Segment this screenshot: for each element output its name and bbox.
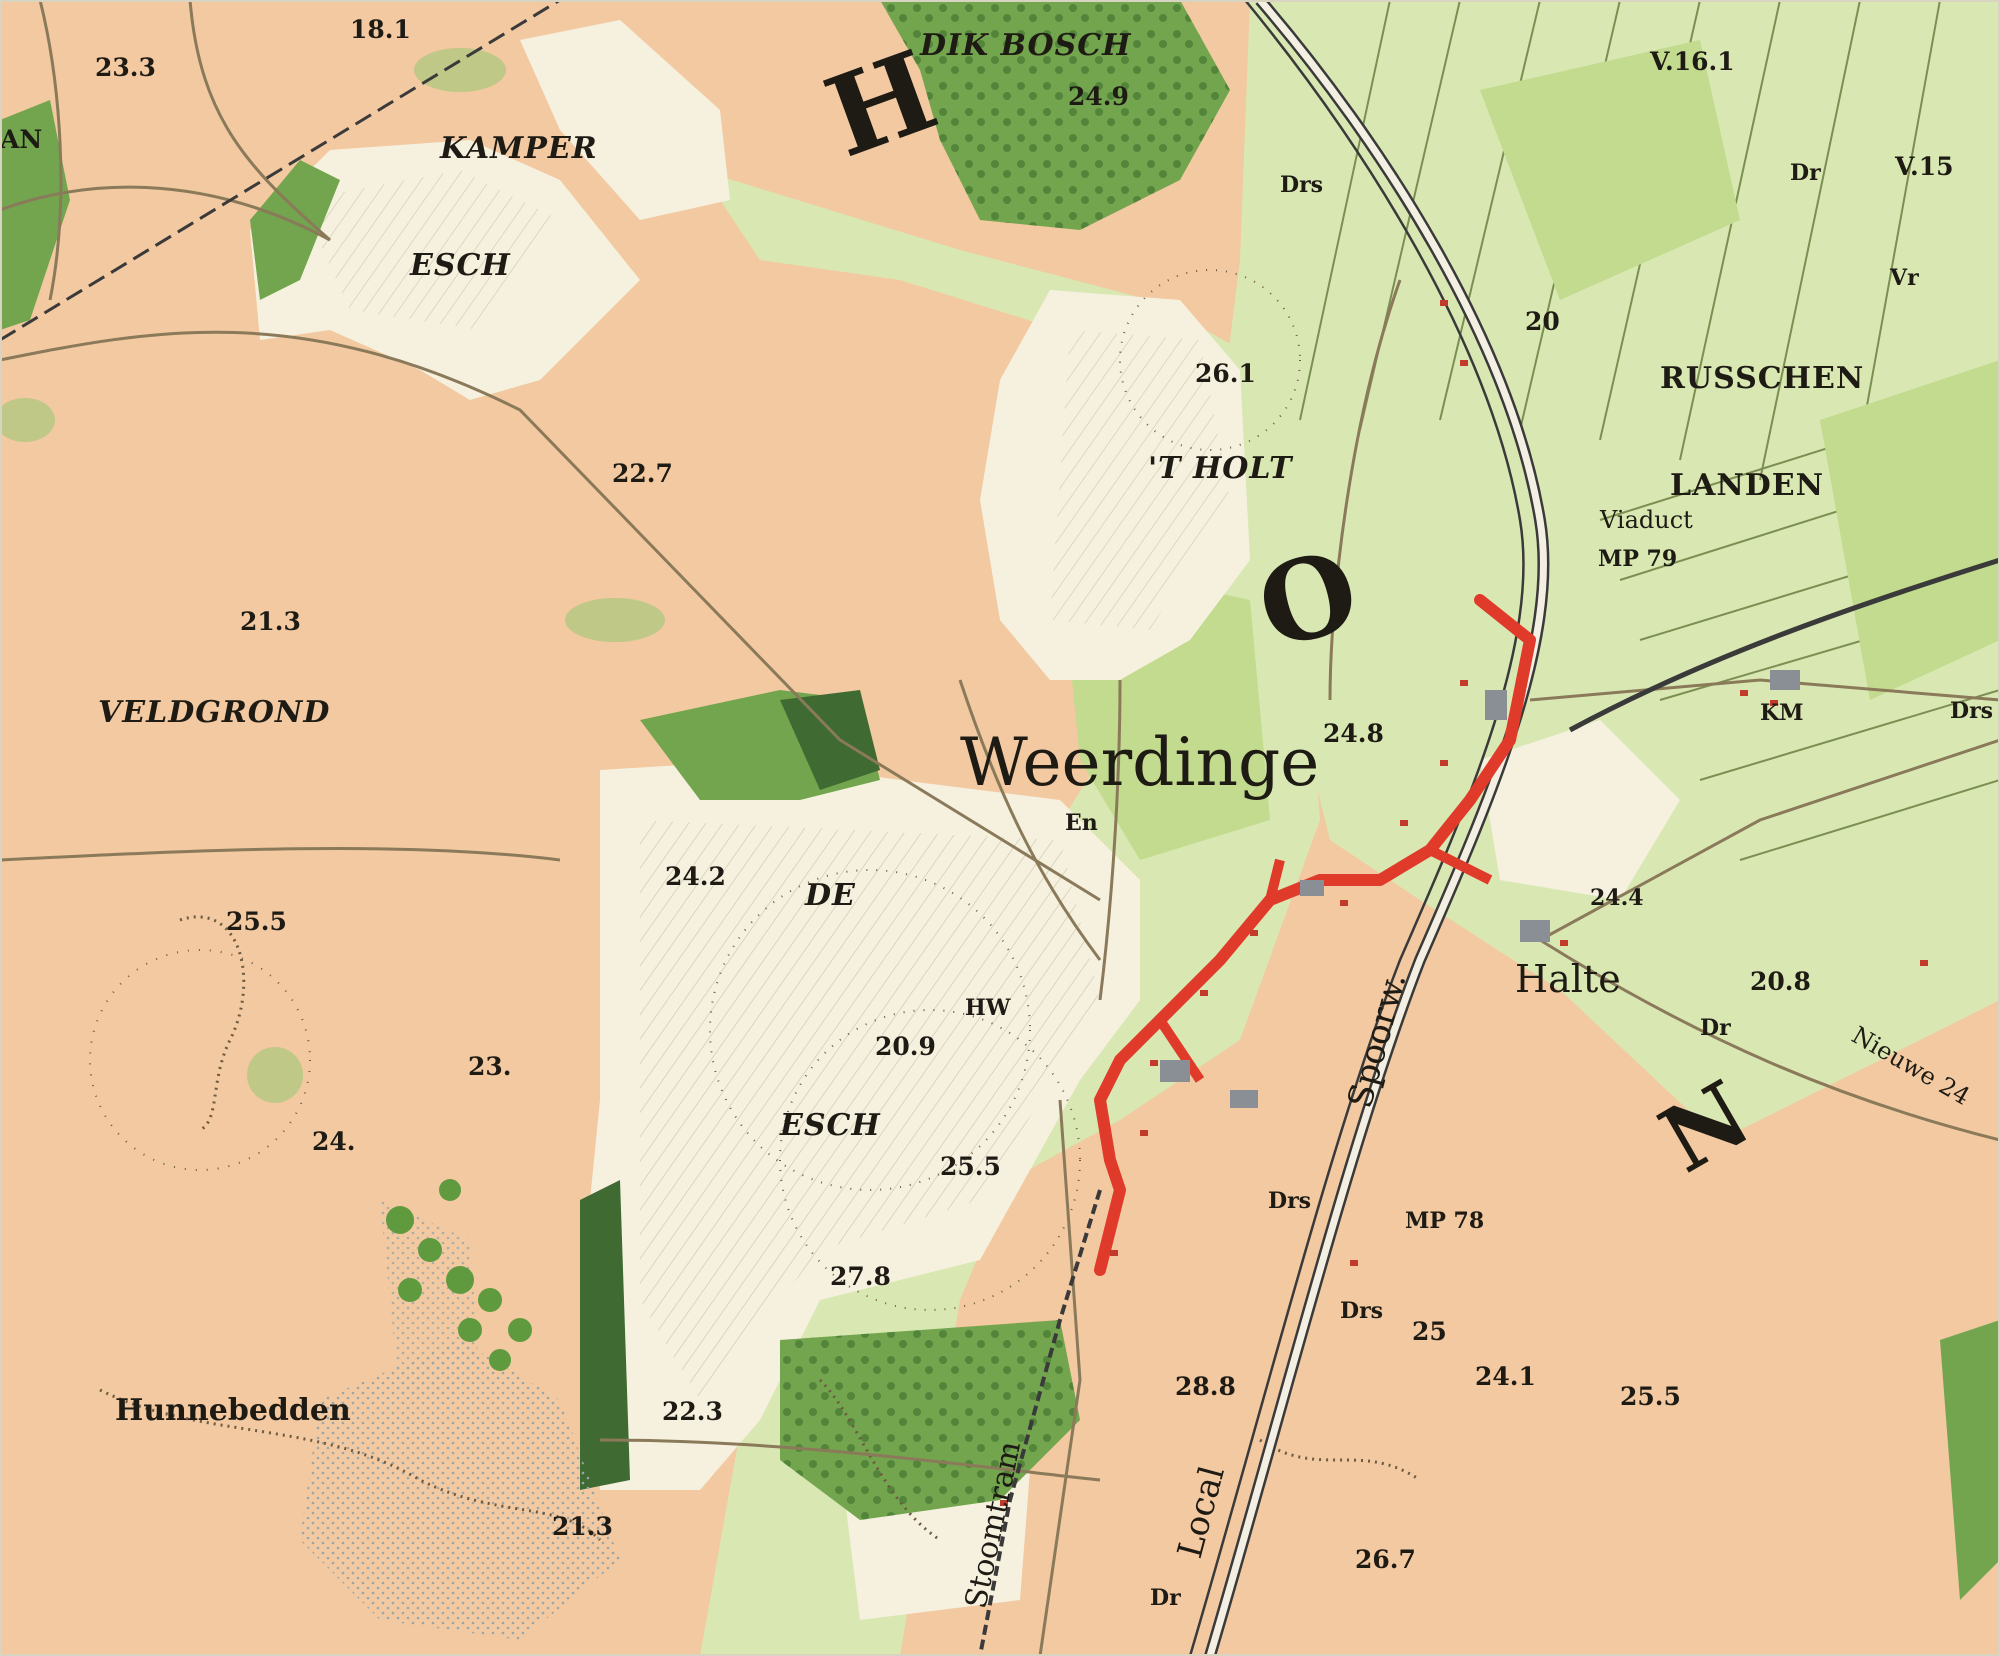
label-27-8: 27.8 [830, 1262, 891, 1291]
marsh-west [0, 398, 55, 442]
label-veldgrond: VELDGROND [98, 695, 330, 730]
label-viaduct: Viaduct [1599, 506, 1693, 534]
label-hunnebedden: Hunnebedden [115, 1393, 351, 1428]
marsh-south-west [247, 1047, 303, 1103]
label-21-3-south: 21.3 [552, 1512, 613, 1541]
buildings-grey [1160, 670, 1800, 1108]
label-v-16-1: V.16.1 [1649, 47, 1735, 76]
label-dr-a: Dr [1790, 160, 1821, 186]
label-24-8: 24.8 [1323, 719, 1384, 748]
marsh-central [565, 598, 665, 642]
arable-north [520, 20, 730, 220]
route-spur-3 [1265, 858, 1285, 902]
label-24-4: 24.4 [1590, 885, 1644, 911]
label-de: DE [804, 878, 856, 913]
label-hw: HW [965, 995, 1011, 1021]
label-halte: Halte [1515, 957, 1621, 1001]
label-drs-c: Drs [1268, 1188, 1311, 1214]
hatch-de-esch [640, 820, 1100, 1400]
forest-east [1940, 1320, 2000, 1600]
label-dr-b: Dr [1700, 1015, 1731, 1041]
label-22-7: 22.7 [612, 459, 673, 488]
label-russchen: RUSSCHEN [1660, 361, 1864, 396]
label-20-9: 20.9 [875, 1032, 936, 1061]
label-dik-bosch: DIK BOSCH [919, 28, 1132, 63]
arable-east [1480, 720, 1680, 900]
label-v-15: V.15 [1894, 152, 1954, 181]
woodland-patches [386, 1179, 532, 1371]
label-mp-79: MP 79 [1598, 546, 1677, 572]
hatch-t-holt [1050, 330, 1230, 630]
label-25-5-mid: 25.5 [940, 1152, 1001, 1181]
forest-trees-dik-bosch [880, 0, 1230, 230]
steam-tram-line [978, 1189, 1102, 1656]
hill-ridges [89, 269, 1421, 1542]
railway-branch [1568, 557, 2000, 733]
label-25-5-east: 25.5 [1620, 1382, 1681, 1411]
border-dashed [0, 0, 561, 342]
marsh-north [414, 48, 506, 92]
label-en: En [1065, 810, 1098, 836]
label-an: AN [0, 125, 42, 154]
label-28-8: 28.8 [1175, 1372, 1236, 1401]
label-25-5-west: 25.5 [226, 907, 287, 936]
label-mp-78: MP 78 [1405, 1208, 1484, 1234]
label-drs-a: Drs [1280, 172, 1323, 198]
label-26-7: 26.7 [1355, 1545, 1416, 1574]
label-24-1: 24.1 [1475, 1362, 1536, 1391]
label-drs-d: Drs [1340, 1298, 1383, 1324]
forest-kamper [250, 160, 340, 300]
route-spur-2 [1155, 1017, 1205, 1083]
label-24-2: 24.2 [665, 862, 726, 891]
label-26-1: 26.1 [1195, 359, 1256, 388]
label-24-9: 24.9 [1068, 82, 1129, 111]
label-esch-top: ESCH [409, 248, 511, 283]
map-labels: 18.1 23.3 DIK BOSCH 24.9 KAMPER ESCH H V… [0, 15, 1993, 1612]
label-24: 24. [312, 1127, 356, 1156]
label-21-3: 21.3 [240, 607, 301, 636]
route-spur [1427, 845, 1493, 885]
label-23: 23. [468, 1052, 512, 1081]
hatch-kamper [300, 170, 560, 330]
label-landen: LANDEN [1670, 468, 1824, 503]
label-25: 25 [1412, 1317, 1447, 1346]
meadow-northeast [1480, 40, 1740, 300]
dunes-hunnebedden [380, 1200, 480, 1400]
label-km: KM [1760, 700, 1803, 726]
label-18-1: 18.1 [350, 15, 411, 44]
label-esch-mid: ESCH [779, 1108, 881, 1143]
label-20: 20 [1525, 307, 1560, 336]
dunes-southwest [300, 1340, 620, 1640]
forest-dark-west [580, 1180, 630, 1490]
label-20-8: 20.8 [1750, 967, 1811, 996]
label-dr-c: Dr [1150, 1585, 1181, 1611]
forest-west-edge [0, 100, 70, 330]
meadow-east [1820, 360, 2000, 700]
label-23-3: 23.3 [95, 53, 156, 82]
label-weerdinge: Weerdinge [960, 724, 1319, 801]
label-22-3: 22.3 [662, 1397, 723, 1426]
forest-dark-central [780, 690, 880, 790]
label-t-holt: 'T HOLT [1148, 451, 1294, 486]
label-kamper: KAMPER [439, 131, 598, 166]
label-drs-b: Drs [1950, 698, 1993, 724]
label-vr: Vr [1889, 265, 1919, 291]
